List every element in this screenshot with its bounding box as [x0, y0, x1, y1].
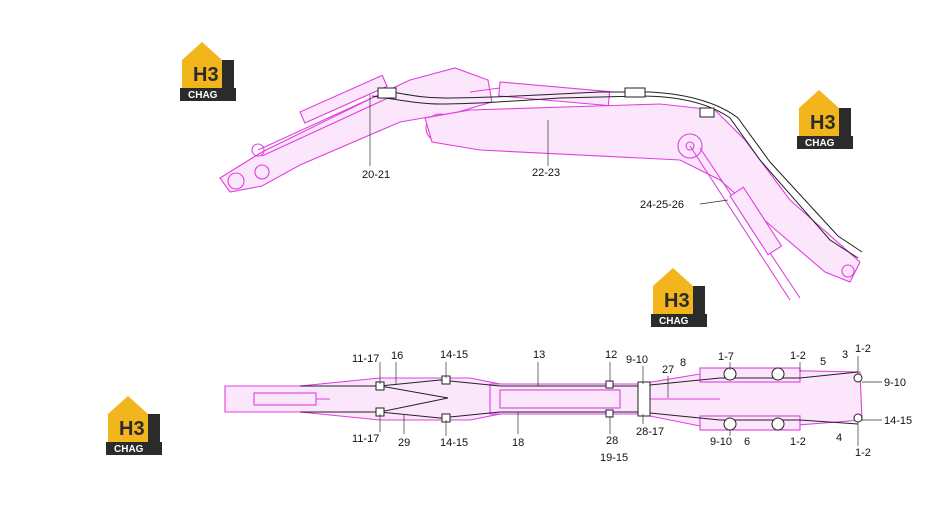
boom-cylinder-barrel — [729, 186, 783, 256]
label-13: 13 — [533, 349, 545, 361]
plan-end-bottom — [853, 413, 863, 423]
hose-clamp-1 — [377, 87, 397, 99]
label-28: 28 — [606, 435, 618, 447]
plan-joint-bottom-2 — [771, 417, 785, 431]
label-9-10-top: 9-10 — [626, 354, 648, 366]
leader-24-25-26 — [699, 199, 729, 205]
label-14-15-bottom: 14-15 — [440, 437, 468, 449]
bucket-cylinder-pin — [251, 143, 265, 157]
label-1-2-top-right: 1-2 — [855, 343, 871, 355]
boom-cylinder-rod — [689, 145, 791, 301]
label-19-15: 19-15 — [600, 452, 628, 464]
label-18: 18 — [512, 437, 524, 449]
label-14-15-top: 14-15 — [440, 349, 468, 361]
boom-body — [424, 103, 861, 283]
label-29: 29 — [398, 437, 410, 449]
boom-cylinder-pin-center — [685, 141, 695, 151]
plan-clamp-f — [605, 409, 614, 418]
hose-line-2 — [379, 89, 863, 253]
label-5: 5 — [820, 356, 826, 368]
plan-end-top — [853, 373, 863, 383]
hose-clamp-2 — [624, 87, 646, 98]
label-9-10-right: 9-10 — [884, 377, 906, 389]
logo-1-mark: H3 — [193, 64, 219, 86]
hose-clamp-3 — [699, 107, 715, 118]
logo-2: H3 CHAG — [797, 90, 853, 149]
bucket-cylinder-barrel — [299, 74, 388, 124]
plan-hose-bottom — [300, 411, 859, 425]
plan-joint-top-2 — [771, 367, 785, 381]
logo-3-wordmark: CHAG — [659, 316, 689, 327]
logo-3-mark: H3 — [664, 290, 690, 312]
arm-tip-pin — [227, 172, 245, 190]
arm-link-pin — [254, 164, 270, 180]
plan-clamp-e — [605, 380, 614, 389]
label-27: 27 — [662, 364, 674, 376]
label-4: 4 — [836, 432, 842, 444]
plan-valve-block — [637, 381, 651, 417]
logo-2-wordmark: CHAG — [805, 138, 835, 149]
label-8: 8 — [680, 357, 686, 369]
label-1-2-bottom: 1-2 — [790, 436, 806, 448]
logo-4-mark: H3 — [119, 418, 145, 440]
plan-hose-top — [300, 371, 859, 387]
label-16: 16 — [391, 350, 403, 362]
label-12: 12 — [605, 349, 617, 361]
label-28-17: 28-17 — [636, 426, 664, 438]
label-11-17-bottom: 11-17 — [352, 433, 379, 445]
label-20-21: 20-21 — [362, 169, 390, 181]
label-3: 3 — [842, 349, 848, 361]
logo-1-wordmark: CHAG — [188, 90, 218, 101]
label-11-17-top: 11-17 — [352, 353, 379, 365]
plan-joint-bottom — [723, 417, 737, 431]
arm-cylinder-rod — [469, 87, 501, 93]
plan-view: 11-17 16 14-15 13 12 9-10 8 27 1-7 1-2 5… — [224, 343, 912, 464]
label-24-25-26: 24-25-26 — [640, 199, 684, 211]
logo-4-wordmark: CHAG — [114, 444, 144, 455]
logo-4: H3 CHAG — [106, 396, 162, 455]
logo-2-mark: H3 — [810, 112, 836, 134]
plan-bucket-cylinder — [253, 392, 317, 406]
logo-1: H3 CHAG — [180, 42, 236, 101]
bucket-cylinder-rod — [257, 91, 386, 151]
plan-boom-cylinder-top — [699, 367, 801, 383]
label-9-10-bottom: 9-10 — [710, 436, 732, 448]
label-1-7: 1-7 — [718, 351, 734, 363]
label-1-2-top: 1-2 — [790, 350, 806, 362]
label-14-15-right: 14-15 — [884, 415, 912, 427]
plan-hose-cross — [379, 385, 449, 413]
boom-foot-pin — [841, 264, 855, 278]
label-6: 6 — [744, 436, 750, 448]
label-1-2-bottom-right: 1-2 — [855, 447, 871, 459]
label-22-23: 22-23 — [532, 167, 560, 179]
bucket-cylinder-rod-b — [261, 97, 389, 157]
plan-arm-cylinder — [499, 389, 621, 409]
boom-cylinder-pin — [677, 133, 703, 159]
plan-boom-cylinder-bottom — [699, 415, 801, 431]
logo-3: H3 CHAG — [651, 268, 707, 327]
side-view: 20-21 22-23 24-25-26 — [219, 67, 863, 301]
